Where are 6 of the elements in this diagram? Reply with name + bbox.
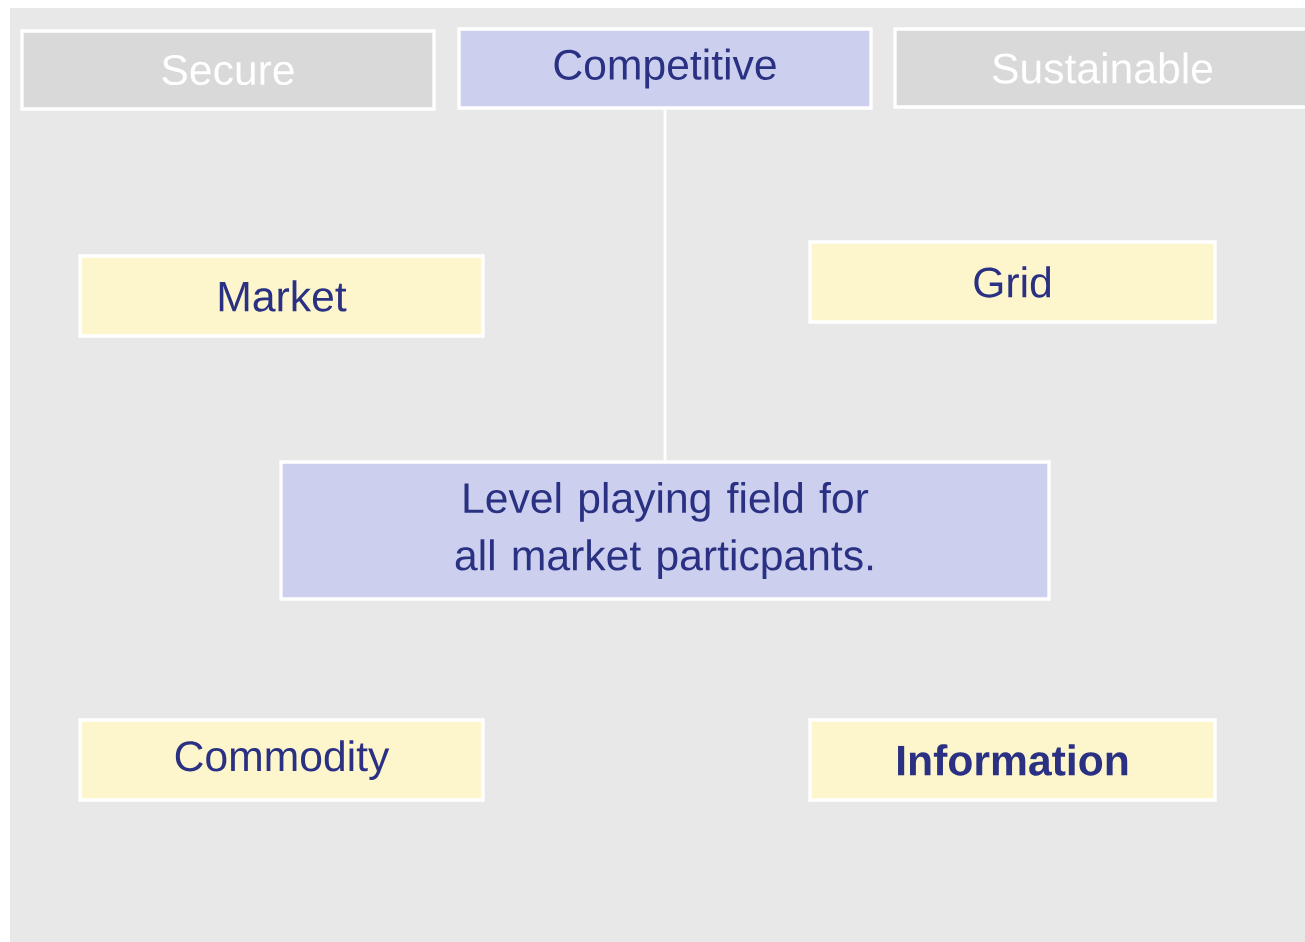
topic-box: Market <box>78 254 485 338</box>
topic-box: Information <box>808 718 1217 802</box>
statement-box: Level playing field for all market particpants. <box>279 460 1051 601</box>
topic-box: Grid <box>808 240 1217 324</box>
header-box: Competitive <box>457 27 873 110</box>
topic-box: Commodity <box>78 718 485 802</box>
